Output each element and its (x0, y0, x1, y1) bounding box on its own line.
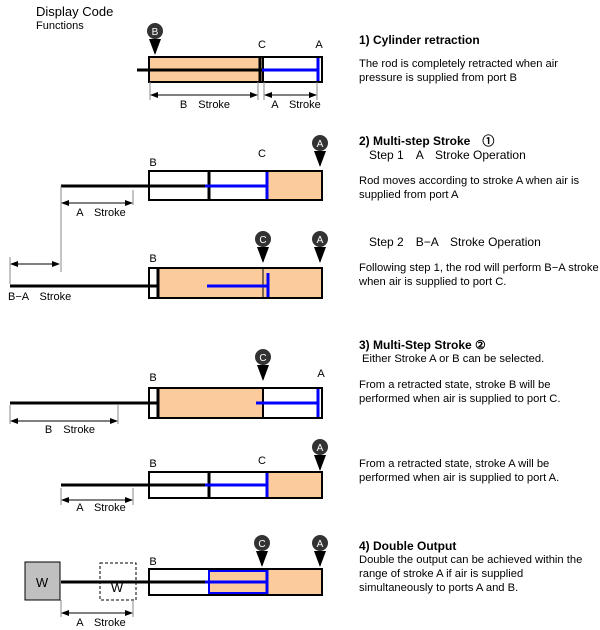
port-a-2-icon (312, 135, 328, 151)
port-a-6-label: A (317, 539, 324, 550)
section-2-heading: 2) Multi-step Stroke ① (359, 134, 495, 148)
page-title: Display Code (36, 4, 114, 19)
b-stroke-label-4: B Stroke (45, 424, 95, 436)
cylinder-1-label-c: C (258, 39, 266, 51)
port-b-1-icon (147, 23, 163, 39)
cylinder-4-label-b: B (149, 372, 156, 384)
a-stroke-label: A Stroke (271, 99, 321, 111)
cylinder-4-label-a: A (317, 368, 325, 380)
weight-label: W (36, 575, 49, 590)
port-a-5-label: A (317, 443, 324, 454)
cylinder-5-label-b: B (149, 458, 156, 470)
a-stroke-label-2: A Stroke (76, 207, 126, 219)
section-1: 1) Cylinder retraction The rod is comple… (359, 33, 599, 85)
cylinder-6-label-b: B (149, 556, 156, 568)
port-c-3-label: C (259, 235, 266, 246)
section-1-body: The rod is completely retracted when air… (359, 58, 558, 84)
port-a-3-icon (312, 231, 328, 247)
section-3-heading: 3) Multi-Step Stroke ② (359, 338, 486, 352)
port-c-6-icon (254, 535, 270, 551)
section-2-body: Rod moves according to stroke A when air… (359, 175, 580, 201)
section-2-sub: Step 1 A Stroke Operation (369, 148, 526, 162)
section-2: 2) Multi-step Stroke ① Step 1 A Stroke O… (359, 134, 599, 202)
section-2b: Step 2 B−A Stroke Operation Following st… (359, 235, 599, 289)
section-3b: From a retracted state, stroke A will be… (359, 457, 599, 485)
section-4: 4) Double Output Double the output can b… (359, 539, 599, 595)
cylinder-1-label-a: A (315, 39, 323, 51)
a-stroke-label-5: A Stroke (76, 502, 126, 514)
page-subtitle: Functions (36, 20, 84, 32)
cylinder-5-label-c: C (258, 455, 266, 467)
cylinder-3-label-b: B (149, 253, 156, 265)
cylinder-2-chamber-a (266, 170, 323, 201)
cylinder-2-label-c: C (258, 148, 266, 160)
weight-box (24, 561, 61, 601)
weight-ghost-label: W (111, 580, 124, 595)
port-c-4-label: C (259, 353, 266, 364)
section-3-sub: Either Stroke A or B can be selected. (362, 353, 545, 365)
section-3: 3) Multi-Step Stroke ② Either Stroke A o… (359, 338, 599, 406)
port-a-2-label: A (317, 139, 324, 150)
port-a-5-icon (312, 439, 328, 455)
section-2b-sub: Step 2 B−A Stroke Operation (369, 235, 541, 249)
ba-stroke-label: B−A Stroke (8, 291, 71, 303)
b-stroke-label: B Stroke (180, 99, 230, 111)
section-4-body: Double the output can be achieved within… (359, 554, 583, 594)
section-1-heading: 1) Cylinder retraction (359, 33, 480, 47)
cylinder-3-body (148, 267, 323, 299)
port-c-3-icon (255, 231, 271, 247)
section-3-body: From a retracted state, stroke B will be… (359, 379, 561, 405)
cylinder-2-label-b: B (149, 157, 156, 169)
port-b-1-label: B (152, 27, 159, 38)
section-3b-body: From a retracted state, stroke A will be… (359, 458, 560, 484)
port-a-6-icon (312, 535, 328, 551)
section-4-heading: 4) Double Output (359, 539, 457, 553)
port-c-4-icon (255, 349, 271, 365)
section-2b-body: Following step 1, the rod will perform B… (359, 262, 599, 288)
port-a-3-label: A (317, 235, 324, 246)
a-stroke-label-6: A Stroke (76, 617, 126, 629)
port-c-6-label: C (258, 539, 265, 550)
cylinder-5-chamber-a (266, 471, 323, 499)
